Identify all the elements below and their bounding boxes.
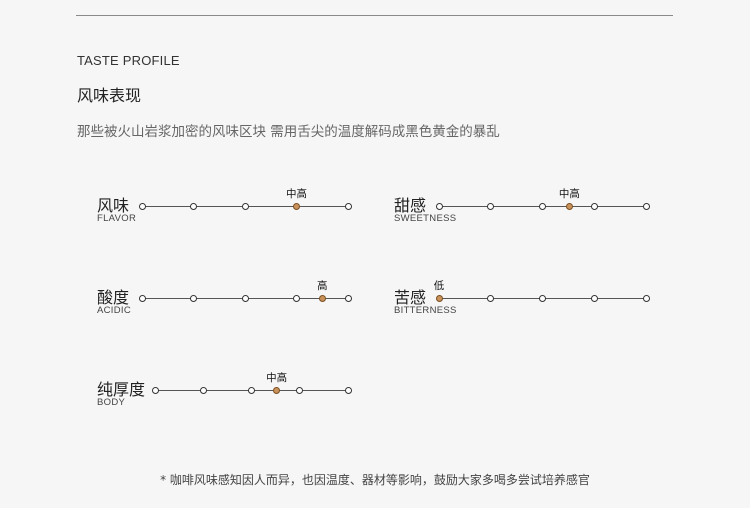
metric-label-en: BODY [97,397,126,408]
scale-dot [344,295,352,302]
scale-dot [487,295,495,302]
metric-label-en: ACIDIC [97,305,131,316]
scale-level-label: 低 [433,280,445,292]
bitterness-scale: 低 [434,280,650,304]
footnote: * 咖啡风味感知因人而异，也因温度、器材等影响，鼓励大家多喝多尝试培养感官 [160,473,590,487]
metric-label-cn: 酸度 [97,288,130,307]
scale-dot [293,295,300,302]
scale-dot-active [293,203,300,210]
body-scale: 中高 [151,372,352,396]
metric-label-cn: 苦感 [394,288,427,307]
top-divider [76,15,673,16]
scale-dot [296,387,304,394]
metric-label-cn: 甜感 [394,196,427,215]
scale-level-label: 中高 [266,372,288,384]
scale-dot [642,295,650,302]
sweetness-scale: 中高 [435,188,650,212]
acidic-scale: 高 [138,280,352,304]
scale-dot [199,387,207,394]
scale-dot [241,203,249,210]
scale-dot [190,295,197,302]
scale-dot [642,203,650,210]
scale-dot [435,203,443,210]
scale-dot-active [318,295,326,302]
section-eyebrow: TASTE PROFILE [77,53,180,68]
scale-dot [241,295,249,302]
metric-label-en: SWEETNESS [394,213,457,224]
scale-dot [539,295,546,302]
metric-label-en: BITTERNESS [394,305,457,316]
scale-dot [590,203,598,210]
scale-dot-active [435,295,443,302]
scale-dot [138,203,146,210]
scale-dot [539,203,546,210]
scale-dot [248,387,255,394]
scale-dot [344,203,352,210]
metric-label-cn: 纯厚度 [97,380,146,399]
section-subtitle: 那些被火山岩浆加密的风味区块 需用舌尖的温度解码成黑色黄金的暴乱 [77,124,500,140]
scale-level-label: 高 [317,280,328,292]
scale-level-label: 中高 [286,188,307,200]
scale-level-label: 中高 [558,188,580,200]
section-title: 风味表现 [77,86,142,105]
scale-dot [590,295,598,302]
scale-dot [487,203,495,210]
scale-dot-active [273,387,281,394]
metric-label-en: FLAVOR [97,213,137,224]
scale-dot [344,387,352,394]
flavor-scale: 中高 [138,188,352,212]
scale-dot-active [565,203,573,210]
metric-label-cn: 风味 [97,196,130,215]
scale-dot [151,387,159,394]
scale-dot [138,295,146,302]
scale-dot [190,203,197,210]
